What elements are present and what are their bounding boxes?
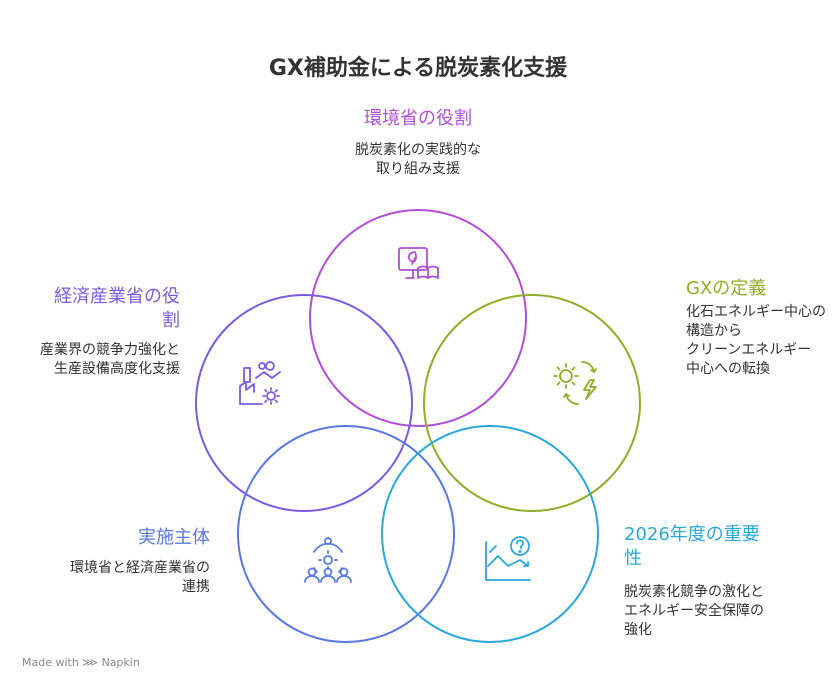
top-section-description: 脱炭素化の実践的な 取り組み支援 bbox=[355, 142, 481, 177]
chart-question-icon bbox=[485, 536, 531, 581]
bottom-left-section-heading: 実施主体 bbox=[138, 527, 210, 548]
circle-top bbox=[309, 209, 527, 427]
team-gear-icon bbox=[304, 537, 352, 583]
top-section-heading: 環境省の役割 bbox=[364, 108, 472, 129]
sun-energy-cycle-icon bbox=[553, 361, 597, 405]
factory-gear-icon bbox=[239, 361, 281, 405]
circle-left bbox=[195, 294, 413, 512]
napkin-footer-link[interactable]: Made with ⋙ Napkin bbox=[22, 656, 140, 669]
bottom-left-section-description: 環境省と経済産業省の 連携 bbox=[70, 560, 210, 595]
bottom-right-section-heading: 2026年度の重要 性 bbox=[624, 524, 760, 569]
leaf-monitor-book-icon bbox=[398, 247, 439, 279]
bottom-right-section-description: 脱炭素化競争の激化と エネルギー安全保障の 強化 bbox=[624, 584, 764, 638]
page-title: GX補助金による脱炭素化支援 bbox=[268, 56, 568, 81]
circle-right bbox=[423, 294, 641, 512]
left-section-description: 産業界の競争力強化と 生産設備高度化支援 bbox=[40, 342, 180, 377]
right-section-heading: GXの定義 bbox=[686, 278, 767, 299]
circle-bottom-right bbox=[381, 425, 599, 643]
right-section-description: 化石エネルギー中心の 構造から クリーンエネルギー 中心への転換 bbox=[686, 304, 826, 377]
left-section-heading: 経済産業省の役 割 bbox=[54, 286, 180, 331]
circle-bottom-left bbox=[237, 425, 455, 643]
